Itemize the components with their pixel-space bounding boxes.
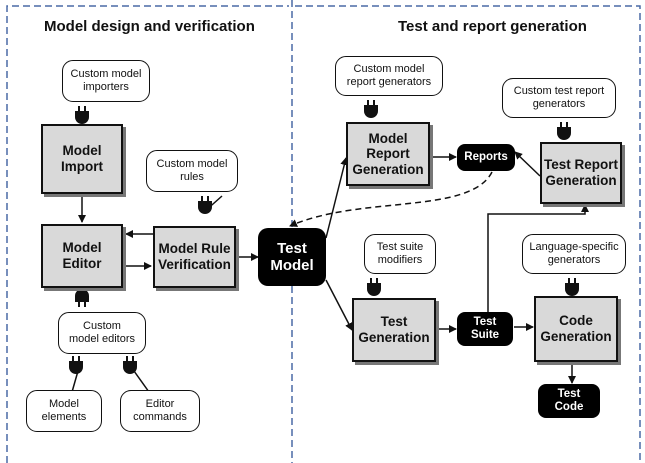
model-elements-bubble: Model elements — [26, 390, 102, 432]
test-model-node: Test Model — [258, 228, 326, 286]
custom-model-rules-bubble: Custom model rules — [146, 150, 238, 192]
plug-icon-test-report — [557, 122, 571, 140]
plug-icon-editor-commands — [123, 356, 137, 374]
model-elements-connector — [71, 370, 79, 393]
plug-icon-model-report — [364, 100, 378, 118]
edge-test-model-to-report-generation — [325, 157, 349, 239]
test-code-node: Test Code — [538, 384, 600, 418]
test-suite-node: Test Suite — [457, 312, 513, 346]
editor-commands-connector — [133, 370, 150, 393]
plug-icon-code-generation — [565, 278, 579, 296]
right-section-title: Test and report generation — [398, 18, 587, 35]
language-specific-generators-bubble: Language-specific generators — [522, 234, 626, 274]
right-frame-border — [295, 5, 641, 463]
edge-test-report-to-reports — [514, 151, 541, 177]
left-section-title: Model design and verification — [44, 18, 255, 35]
test-report-generation-box: Test Report Generation — [540, 142, 622, 204]
model-report-generation-box: Model Report Generation — [346, 122, 430, 186]
edge-test-model-to-test-generation — [325, 279, 353, 331]
code-generation-box: Code Generation — [534, 296, 618, 362]
plug-icon-editor — [75, 289, 89, 307]
test-suite-modifiers-bubble: Test suite modifiers — [364, 234, 436, 274]
custom-model-importers-bubble: Custom model importers — [62, 60, 150, 102]
plug-icon-model-elements — [69, 356, 83, 374]
reports-node: Reports — [457, 144, 515, 171]
left-frame-border — [6, 5, 289, 463]
test-generation-box: Test Generation — [352, 298, 436, 362]
plug-icon-test-generation — [367, 278, 381, 296]
custom-test-report-generators-bubble: Custom test report generators — [502, 78, 616, 118]
model-editor-box: Model Editor — [41, 224, 123, 288]
plug-icon-import — [75, 106, 89, 124]
custom-model-editors-bubble: Custom model editors — [58, 312, 146, 354]
model-rule-verification-box: Model Rule Verification — [153, 226, 236, 288]
custom-model-report-generators-bubble: Custom model report generators — [335, 56, 443, 96]
plug-icon-verification — [198, 196, 212, 214]
editor-commands-bubble: Editor commands — [120, 390, 200, 432]
edge-reports-to-test-model-dashed — [289, 171, 493, 227]
edge-suite-to-test-report — [487, 204, 589, 312]
model-import-box: Model Import — [41, 124, 123, 194]
